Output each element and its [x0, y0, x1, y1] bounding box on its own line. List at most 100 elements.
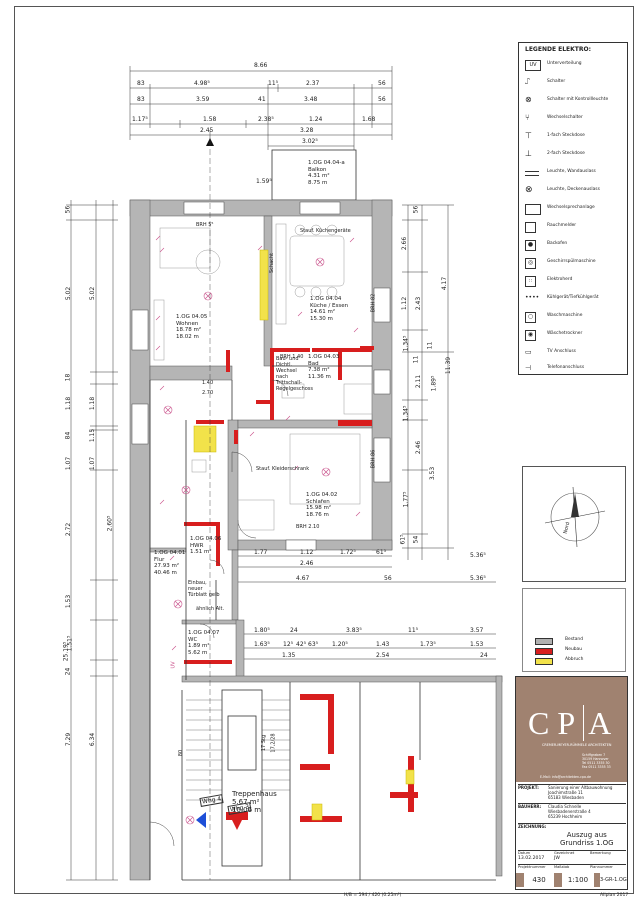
dim-left-total: 25.19⁵: [62, 641, 70, 662]
legend-item-13: ••••Kühlgerät/Tiefkühlgerät: [525, 294, 599, 301]
legend-title: LEGENDE ELEKTRO:: [525, 46, 592, 53]
arrow-down-red: [232, 820, 242, 830]
smoke-detector-icon: [525, 222, 536, 233]
dim-right-9: 1.34⁵: [402, 405, 410, 422]
dim-m4-a: 1.63⁵: [254, 641, 270, 648]
dim-left-inner-2: 1.15: [89, 428, 97, 443]
brh-3: BRH 86: [370, 449, 377, 469]
legend-item-6: Leuchte, Wandauslass: [523, 167, 627, 179]
dim-right-4: 1.12: [401, 296, 409, 311]
stair-ratio: 17,2/28: [270, 733, 277, 753]
dim-m4-c: 42⁵: [296, 641, 307, 648]
arrow-left-blue: [196, 812, 206, 828]
dim-m4-d: 63⁵: [308, 641, 319, 648]
brh-4: BRH 1.40: [280, 354, 304, 360]
drawing-block: ZEICHNUNG:: [518, 823, 626, 829]
dim-left-7: 1.53: [65, 594, 73, 609]
dim-m5-a: 1.35: [282, 652, 296, 659]
sheet-frame: [14, 6, 634, 894]
dim-m5-b: 2.54: [376, 652, 390, 659]
dim-m5-c: 24: [480, 652, 488, 659]
dim-left-2: 18: [64, 373, 72, 382]
dim-left-4: 84: [64, 431, 72, 440]
dim-r3-e: 1.68: [362, 116, 376, 123]
dim-right-10: 2.46: [415, 440, 423, 455]
note-kitchen: Stauf. Küchengeräte: [300, 228, 351, 234]
dim-m3-b: 24: [290, 627, 298, 634]
dim-misc-1: 1.40: [202, 380, 214, 386]
dim-r4-b: 3.28: [300, 127, 314, 134]
dim-right-7: 2.11: [415, 374, 423, 389]
software-label: Allplan 2017: [600, 893, 629, 898]
dim-right-5: 1.34⁵: [402, 335, 410, 352]
key-item-demo: Abbruch: [535, 657, 625, 665]
partitions: [149, 365, 496, 881]
dim-r5-a: 3.02⁵: [302, 138, 318, 145]
dim-right-13: 61⁵: [399, 534, 407, 545]
arrow-down-red-base: [226, 812, 248, 820]
dim-left-inner-4: 2.60⁵: [106, 515, 114, 532]
tv-icon: ▭: [525, 348, 532, 356]
dim-r3-d: 1.24: [309, 116, 323, 123]
stair-steps: 17 Stg: [261, 734, 268, 752]
note-aehnlich: ähnlich Alt.: [196, 606, 225, 612]
dim-m3-d: 11⁵: [408, 627, 419, 634]
meta-values-2: 430 1:100 3-GR-1.OG: [516, 871, 627, 889]
door-swings: [149, 379, 289, 847]
uv-label: UV: [170, 661, 177, 669]
material-key: Bestand Neubau Abbruch: [522, 588, 626, 672]
dim-m3-e: 3.57: [470, 627, 484, 634]
brh-1: BRH 5⁵: [196, 222, 214, 228]
windows: [131, 201, 391, 551]
dim-left-0: 56: [64, 205, 72, 214]
dim-left-11: 6.34: [89, 732, 97, 747]
dim-left-5: 1.07: [65, 456, 73, 471]
legend-item-2: ⊗Schalter mit Kontrollleuchte: [525, 95, 609, 104]
dim-right-12: 1.77⁵: [402, 491, 410, 508]
dim-left-9: 24: [64, 667, 72, 676]
dim-left-inner-0: 5.02: [89, 286, 97, 301]
dim-m2-a: 4.67: [296, 575, 310, 582]
dim-m4-b: 12⁵: [283, 641, 294, 648]
legend-item-7: ⊗Leuchte, Deckenauslass: [525, 185, 600, 195]
dim-r6-a: 1.59⁵: [256, 178, 272, 185]
dim-left-inner-1: 1.18: [89, 396, 97, 411]
dryer-icon: ◉: [525, 330, 536, 341]
stair-width: 80: [178, 749, 185, 757]
legend-item-8: Wechselsprechanlage: [523, 203, 627, 215]
furniture: [153, 223, 373, 531]
note-bedroom: Stauf. Kleiderschrank: [256, 466, 310, 472]
key-item-existing: Bestand: [535, 637, 625, 645]
dim-m0-b: 1.12: [300, 549, 314, 556]
legend-item-11: ◎Geschirrspülmaschine: [523, 257, 627, 269]
legend-item-17: ⊣Telefonanschluss: [525, 364, 585, 372]
dim-left-10: 7.29: [65, 732, 73, 747]
dim-right-6: 11: [412, 355, 420, 364]
toggle-switch-icon: ⑂: [525, 113, 530, 122]
dim-m4-g: 1.73⁵: [420, 641, 436, 648]
dim-r2-e: 56: [378, 96, 386, 103]
dim-r1-d: 2.37: [306, 80, 320, 87]
dim-r3-b: 1.58: [203, 116, 217, 123]
compass-icon: [544, 486, 606, 548]
top-dimension-lines: [129, 66, 393, 150]
dim-right-3: 4.17: [441, 276, 449, 291]
demolition-areas: [193, 249, 415, 821]
electrical-symbols: [155, 235, 361, 825]
dim-left-1: 5.02: [65, 286, 73, 301]
legend-item-1: ⑀Schalter: [525, 77, 566, 86]
dim-m0-c: 1.72⁵: [340, 549, 356, 556]
dim-r1-a: 83: [137, 80, 145, 87]
